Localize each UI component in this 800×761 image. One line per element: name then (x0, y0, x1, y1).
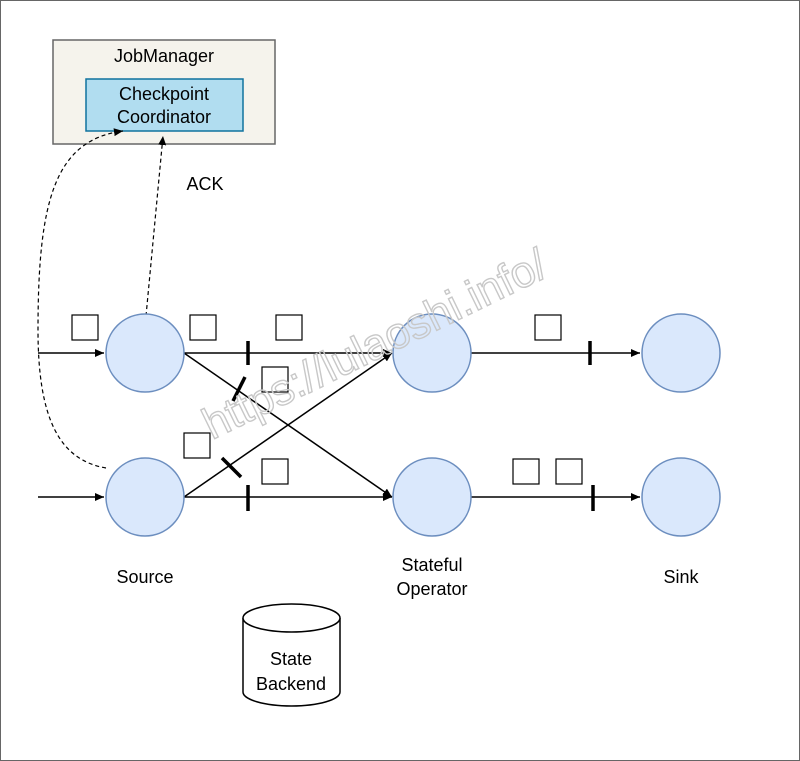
record-square (183, 432, 211, 459)
record-square (534, 314, 562, 341)
sink-label: Sink (663, 567, 699, 587)
sink-node-2 (641, 457, 721, 537)
record-square (189, 314, 217, 341)
source-node-2 (105, 457, 185, 537)
coordinator-label-line1: Checkpoint (119, 84, 209, 104)
source-node-1 (105, 313, 185, 393)
ack-edge-source1 (145, 135, 167, 317)
state-backend-cylinder (242, 603, 341, 707)
barrier-mark (220, 456, 243, 479)
sink-node-1 (641, 313, 721, 393)
record-square (261, 366, 289, 393)
stateful-operator-node-2 (392, 457, 472, 537)
record-square (261, 458, 289, 485)
checkpoint-coordinator-box (85, 78, 244, 132)
stateful-operator-node-1 (392, 313, 472, 393)
record-square (71, 314, 99, 341)
coordinator-label-line2: Coordinator (117, 107, 211, 127)
state-backend-label-line2: Backend (256, 674, 326, 694)
stateful-label-line1: Stateful (401, 555, 462, 575)
state-backend-label-line1: State (270, 649, 312, 669)
ack-edge-source2 (37, 128, 124, 469)
record-square (275, 314, 303, 341)
record-square (555, 458, 583, 485)
source-label: Source (116, 567, 173, 587)
stateful-label-line2: Operator (396, 579, 467, 599)
ack-label: ACK (186, 174, 223, 194)
edge-source2-op1 (183, 352, 393, 498)
barrier-mark (231, 376, 247, 402)
record-square (512, 458, 540, 485)
jobmanager-title: JobManager (114, 46, 214, 66)
